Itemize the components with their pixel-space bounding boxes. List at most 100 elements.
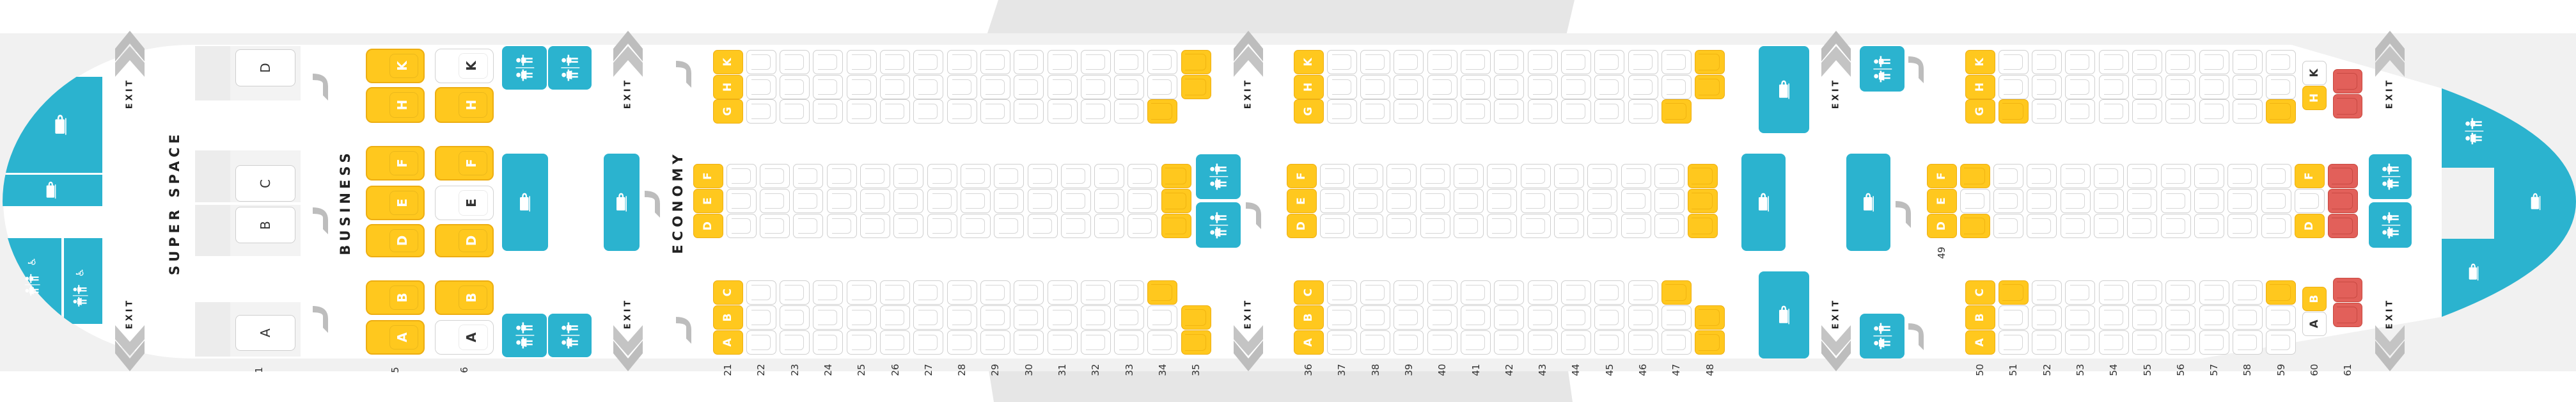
- seat-41E[interactable]: [1454, 189, 1484, 213]
- seat-30A[interactable]: [1014, 330, 1044, 355]
- seat-59A[interactable]: [2266, 330, 2297, 355]
- seat-53G[interactable]: [2065, 99, 2096, 124]
- seat-47K[interactable]: [1661, 50, 1692, 74]
- seat-28G[interactable]: [946, 99, 977, 124]
- seat-57A[interactable]: [2199, 330, 2229, 355]
- seat-30B[interactable]: [1014, 305, 1044, 330]
- seat-33E[interactable]: [1094, 189, 1125, 213]
- seat-55B[interactable]: [2132, 305, 2162, 330]
- seat-29G[interactable]: [980, 99, 1010, 124]
- seat-27D[interactable]: [893, 214, 924, 238]
- seat-28A[interactable]: [946, 330, 977, 355]
- seat-24K[interactable]: [813, 50, 844, 74]
- seat-61E[interactable]: [2328, 189, 2359, 213]
- seat-43G[interactable]: [1527, 99, 1558, 124]
- seat-24G[interactable]: [813, 99, 844, 124]
- seat-29B[interactable]: [980, 305, 1010, 330]
- seat-35A[interactable]: [1181, 330, 1211, 355]
- seat-24B[interactable]: [813, 305, 844, 330]
- seat-55E[interactable]: [2127, 189, 2158, 213]
- seat-53A[interactable]: [2065, 330, 2096, 355]
- seat-26H[interactable]: [880, 75, 910, 99]
- seat-6B[interactable]: B: [435, 280, 494, 315]
- seat-25F[interactable]: [826, 164, 857, 188]
- seat-25K[interactable]: [846, 50, 877, 74]
- seat-39C[interactable]: [1394, 280, 1424, 305]
- seat-45E[interactable]: [1587, 189, 1618, 213]
- seat-22H[interactable]: [746, 75, 776, 99]
- seat-21B[interactable]: B: [712, 305, 743, 330]
- seat-42C[interactable]: [1494, 280, 1525, 305]
- seat-5H[interactable]: H: [366, 87, 425, 123]
- seat-37A[interactable]: [1326, 330, 1357, 355]
- seat-42F[interactable]: [1487, 164, 1518, 188]
- seat-32H[interactable]: [1080, 75, 1111, 99]
- seat-34D[interactable]: [1127, 214, 1158, 238]
- seat-54C[interactable]: [2098, 280, 2129, 305]
- seat-43B[interactable]: [1527, 305, 1558, 330]
- seat-47G[interactable]: [1661, 99, 1692, 124]
- seat-59G[interactable]: [2266, 99, 2297, 124]
- seat-61F[interactable]: [2328, 164, 2359, 188]
- seat-28K[interactable]: [946, 50, 977, 74]
- seat-30C[interactable]: [1014, 280, 1044, 305]
- seat-46E[interactable]: [1621, 189, 1651, 213]
- seat-43E[interactable]: [1520, 189, 1551, 213]
- seat-56B[interactable]: [2165, 305, 2196, 330]
- seat-34H[interactable]: [1147, 75, 1178, 99]
- seat-22E[interactable]: [726, 189, 757, 213]
- seat-40D[interactable]: [1420, 214, 1450, 238]
- seat-54D[interactable]: [2094, 214, 2124, 238]
- seat-22C[interactable]: [746, 280, 776, 305]
- seat-29F[interactable]: [960, 164, 991, 188]
- seat-6D[interactable]: D: [435, 224, 494, 257]
- seat-5K[interactable]: K: [366, 49, 425, 83]
- seat-35B[interactable]: [1181, 305, 1211, 330]
- seat-41C[interactable]: [1461, 280, 1491, 305]
- seat-31K[interactable]: [1047, 50, 1078, 74]
- seat-23D[interactable]: [760, 214, 790, 238]
- seat-30E[interactable]: [994, 189, 1025, 213]
- seat-56F[interactable]: [2160, 164, 2191, 188]
- seat-39B[interactable]: [1394, 305, 1424, 330]
- seat-46K[interactable]: [1628, 50, 1658, 74]
- seat-21G[interactable]: G: [712, 99, 743, 124]
- seat-26F[interactable]: [860, 164, 890, 188]
- seat-28D[interactable]: [927, 214, 957, 238]
- seat-45A[interactable]: [1594, 330, 1625, 355]
- seat-21C[interactable]: C: [712, 280, 743, 305]
- seat-42K[interactable]: [1494, 50, 1525, 74]
- seat-1B[interactable]: B: [235, 207, 295, 243]
- seat-39K[interactable]: [1394, 50, 1424, 74]
- seat-33G[interactable]: [1114, 99, 1145, 124]
- seat-33C[interactable]: [1114, 280, 1145, 305]
- seat-51D[interactable]: [1993, 214, 2024, 238]
- seat-60H[interactable]: H: [2302, 86, 2327, 110]
- seat-54H[interactable]: [2098, 75, 2129, 99]
- seat-37D[interactable]: [1319, 214, 1350, 238]
- seat-48B[interactable]: [1695, 305, 1725, 330]
- seat-59H[interactable]: [2266, 75, 2297, 99]
- seat-34G[interactable]: [1147, 99, 1178, 124]
- seat-48A[interactable]: [1695, 330, 1725, 355]
- seat-32C[interactable]: [1080, 280, 1111, 305]
- seat-58C[interactable]: [2232, 280, 2263, 305]
- seat-23F[interactable]: [760, 164, 790, 188]
- seat-31E[interactable]: [1027, 189, 1058, 213]
- seat-36H[interactable]: H: [1293, 75, 1324, 99]
- seat-44E[interactable]: [1553, 189, 1584, 213]
- seat-42A[interactable]: [1494, 330, 1525, 355]
- seat-45G[interactable]: [1594, 99, 1625, 124]
- seat-52F[interactable]: [2027, 164, 2057, 188]
- seat-43H[interactable]: [1527, 75, 1558, 99]
- seat-55G[interactable]: [2132, 99, 2162, 124]
- seat-31B[interactable]: [1047, 305, 1078, 330]
- seat-32G[interactable]: [1080, 99, 1111, 124]
- seat-57D[interactable]: [2194, 214, 2224, 238]
- seat-60A[interactable]: A: [2302, 312, 2327, 336]
- seat-41K[interactable]: [1461, 50, 1491, 74]
- seat-46D[interactable]: [1621, 214, 1651, 238]
- seat-50B[interactable]: B: [1965, 305, 1995, 330]
- seat-30F[interactable]: [994, 164, 1025, 188]
- seat-39F[interactable]: [1386, 164, 1417, 188]
